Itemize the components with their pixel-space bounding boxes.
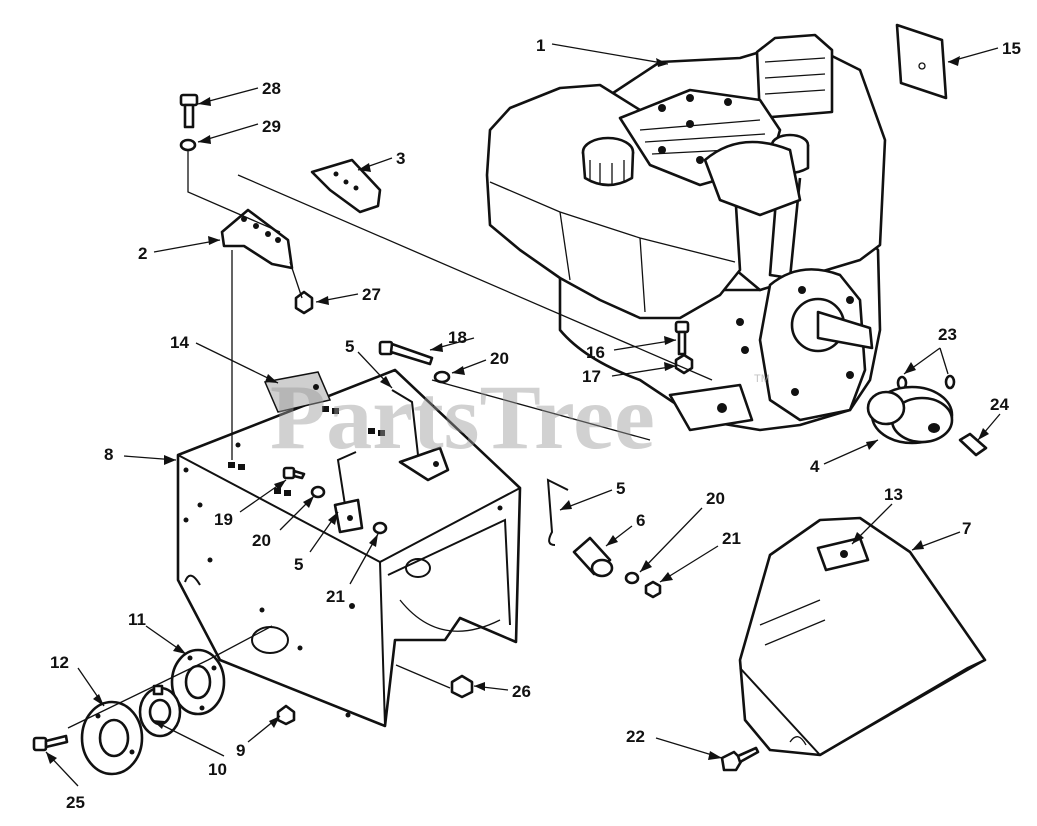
callout-21a: 21: [326, 587, 345, 606]
callout-28: 28: [262, 79, 281, 98]
callout-5a: 5: [345, 337, 354, 356]
callout-10: 10: [208, 760, 227, 779]
callout-14: 14: [170, 333, 189, 352]
washer-part-29: [179, 138, 197, 152]
callout-26: 26: [512, 682, 531, 701]
bearing-part-10: [138, 684, 182, 738]
nut-part-27: [294, 290, 314, 315]
rod-part-5c: [546, 478, 569, 546]
callout-11: 11: [128, 610, 146, 629]
decal-part-15: [895, 23, 948, 100]
washer-part-20c: [624, 571, 640, 585]
watermark-trademark: TM: [754, 373, 770, 385]
bolt-part-16: [674, 320, 690, 356]
callout-12: 12: [50, 653, 69, 672]
belt-cover-part-7: [738, 516, 987, 757]
nut-part-21a: [372, 521, 388, 535]
callout-16: 16: [586, 343, 605, 362]
bolt-part-22: [720, 746, 760, 772]
callout-18: 18: [448, 328, 467, 347]
bolt-part-18: [378, 340, 434, 366]
callout-1: 1: [536, 36, 545, 55]
callout-24: 24: [990, 395, 1009, 414]
callout-20a: 20: [490, 349, 509, 368]
callout-7: 7: [962, 519, 971, 538]
assembly-lines: [67, 150, 713, 729]
callout-9: 9: [236, 741, 245, 760]
bolt-part-25: [32, 734, 69, 752]
bracket-part-2: [220, 208, 294, 270]
callout-23: 23: [938, 325, 957, 344]
callout-29: 29: [262, 117, 281, 136]
nut-part-21b: [644, 580, 662, 599]
washer-part-20a: [433, 370, 451, 384]
callout-27: 27: [362, 285, 381, 304]
watermark-text: PartsTree: [270, 366, 655, 468]
callout-5b: 5: [616, 479, 625, 498]
key-part-24: [958, 432, 988, 457]
flange-part-11: [170, 648, 226, 716]
flange-part-12: [80, 700, 144, 776]
callout-20c: 20: [706, 489, 725, 508]
callout-2: 2: [138, 244, 147, 263]
callout-21b: 21: [722, 529, 741, 548]
engine-part-1: [485, 33, 887, 432]
nut-part-9: [276, 704, 296, 726]
callout-labels: 1 2 3 4 5 5 5 6 7 8 9 10 11 12 13 14 15 …: [50, 36, 1021, 812]
bracket-part-3: [310, 158, 382, 214]
callout-13: 13: [884, 485, 903, 504]
bolt-part-19: [282, 466, 306, 480]
washer-part-20b: [310, 485, 326, 499]
decal-part-14: [263, 371, 332, 413]
leader-lines: [45, 43, 1001, 787]
callout-22: 22: [626, 727, 645, 746]
nut-part-26: [450, 674, 474, 699]
callout-25: 25: [66, 793, 85, 812]
callout-20b: 20: [252, 531, 271, 550]
callout-5c: 5: [294, 555, 303, 574]
callout-19: 19: [214, 510, 233, 529]
callout-15: 15: [1002, 39, 1021, 58]
callout-3: 3: [396, 149, 405, 168]
pulley-part-4: [866, 385, 954, 445]
nut-part-17: [674, 353, 694, 375]
setscrew-part-23b: [944, 374, 956, 390]
callout-4: 4: [810, 457, 820, 476]
bolt-part-28: [179, 93, 199, 129]
callout-6: 6: [636, 511, 645, 530]
callout-17: 17: [582, 367, 601, 386]
callout-8: 8: [104, 445, 113, 464]
